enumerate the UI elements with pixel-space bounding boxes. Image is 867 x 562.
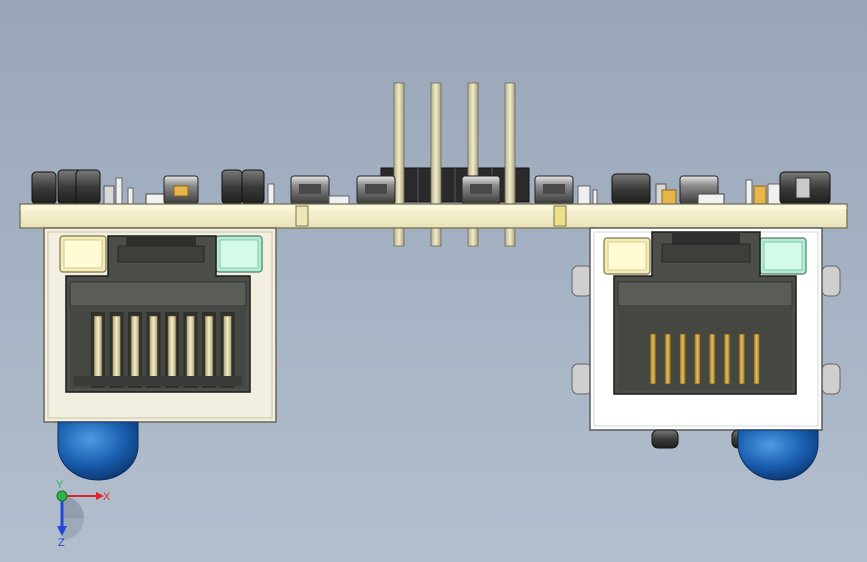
x-axis-label: X: [103, 491, 111, 503]
contact-left-4: [149, 315, 158, 385]
header-pin-3: [467, 82, 479, 247]
resistor-2: [115, 177, 123, 205]
coordinate-triad: X Y Z: [56, 479, 111, 549]
contact-right-7: [738, 333, 746, 385]
inductor-5: [241, 169, 265, 205]
contact-right-6: [723, 333, 731, 385]
contact-left-1: [93, 315, 103, 385]
chip-3-body: [470, 184, 492, 194]
tantalum-cap-2: [661, 189, 677, 205]
tab-left-top: [571, 265, 593, 297]
contact-right-4: [694, 333, 701, 385]
boss-right-1: [651, 429, 679, 449]
header-pin-1: [393, 82, 405, 247]
resistor-12: [753, 185, 767, 205]
resistor-7: [577, 185, 591, 205]
y-axis-point: [56, 490, 68, 502]
light-pipe-right: [737, 429, 819, 481]
contact-left-6: [186, 315, 195, 385]
header-pin-2: [430, 82, 442, 247]
contact-left-2: [112, 315, 121, 385]
pcb-via-left: [295, 205, 309, 227]
y-axis-label: Y: [56, 479, 64, 491]
tantalum-cap-mark: [173, 185, 189, 197]
contact-right-2: [664, 333, 672, 385]
chip-1-body: [299, 184, 321, 194]
contact-right-3: [679, 333, 686, 385]
pcb-via-right: [553, 205, 567, 227]
tab-left-bottom: [571, 363, 593, 395]
tab-right-top: [821, 265, 841, 297]
pcb-board: [19, 203, 848, 229]
jack-right-contacts: [649, 333, 760, 385]
contact-right-5: [708, 333, 716, 385]
chip-4-body: [543, 184, 565, 194]
contact-left-7: [204, 315, 214, 385]
resistor-8: [592, 189, 598, 205]
inductor-1: [31, 171, 57, 205]
resistor-11: [745, 179, 753, 205]
contact-left-8: [223, 315, 232, 385]
rj45-jack-left: [43, 227, 277, 423]
contact-right-8: [753, 333, 760, 385]
inductor-6: [611, 173, 651, 205]
contact-left-3: [130, 315, 140, 385]
resistor-1: [103, 185, 115, 205]
inductor-3: [75, 169, 101, 205]
resistor-10: [697, 193, 725, 205]
resistor-6: [328, 195, 350, 205]
x-axis-arrow: [96, 492, 104, 500]
contact-right-1: [649, 333, 657, 385]
resistor-3: [127, 187, 134, 205]
rj45-jack-right: [571, 227, 841, 431]
jack-left-contacts: [91, 312, 235, 388]
chip-2-body: [365, 184, 387, 194]
tab-right-bottom: [821, 363, 841, 395]
header-pin-4: [504, 82, 516, 247]
light-pipe-left: [57, 421, 139, 481]
z-axis-arrow: [57, 526, 67, 536]
inductor-4: [221, 169, 243, 205]
contact-left-5: [167, 315, 177, 385]
pin-header: [380, 82, 530, 247]
z-axis-label: Z: [58, 537, 65, 549]
inductor-7-window: [795, 177, 811, 199]
resistor-5: [267, 183, 275, 205]
